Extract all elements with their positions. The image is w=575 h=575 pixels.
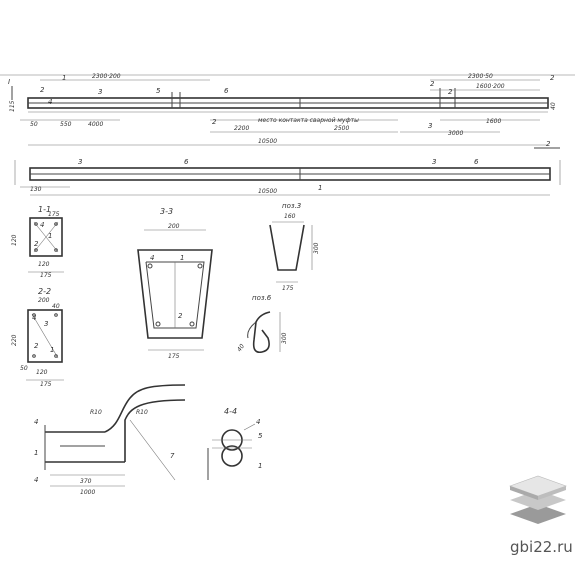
detail-3-dim-0: 160 bbox=[284, 213, 296, 220]
beam-a-dim-bottom-1: 550 bbox=[60, 121, 72, 128]
beam-a-dim-long-1: 2500 bbox=[334, 125, 349, 132]
section-3-3: 3-3 200 175 4 1 2 bbox=[137, 207, 213, 360]
section-2-callout-0: 4 bbox=[32, 314, 36, 322]
section-1-1: 1-1 175 120 175 120 4 1 2 bbox=[11, 205, 64, 279]
section-3-callout-0: 4 bbox=[150, 254, 154, 262]
section-2-dim-5: 50 bbox=[20, 365, 28, 372]
detail-6-dim-0: 300 bbox=[281, 332, 288, 344]
section-2-dim-0: 200 bbox=[38, 297, 50, 304]
section-1-dim-1: 120 bbox=[11, 234, 18, 246]
section-3-callout-2: 2 bbox=[178, 312, 183, 320]
section-2-2: 2-2 200 40 220 175 120 50 4 3 2 1 bbox=[11, 287, 64, 388]
beam-a: I 115 40 2300·200 2300·50 1600·200 2 1 2… bbox=[0, 73, 575, 149]
beam-b-callout-4: 1 bbox=[318, 184, 322, 192]
beam-a-dim-top-1: 2300·50 bbox=[468, 73, 493, 80]
beam-a-dim-long-2: 3000 bbox=[448, 130, 463, 137]
end-node-detail: R10 R10 370 1000 4 1 4 7 bbox=[34, 384, 186, 496]
beam-a-callout-8: 3 bbox=[428, 122, 432, 130]
beam-a-dim-top-3: 2 bbox=[550, 74, 555, 82]
beam-a-callout-7: 2 bbox=[448, 88, 453, 96]
beam-a-note: место контакта сварной муфты bbox=[258, 117, 359, 124]
section-2-dim-3: 175 bbox=[40, 381, 52, 388]
section-4-callout-2: 1 bbox=[258, 462, 262, 470]
beam-b-callout-3: 6 bbox=[474, 158, 479, 166]
section-1-dim-2: 175 bbox=[40, 272, 52, 279]
section-3-callout-1: 1 bbox=[180, 254, 184, 262]
beam-a-dim-top-2: 1600·200 bbox=[476, 83, 505, 90]
section-2-callout-3: 1 bbox=[50, 346, 54, 354]
detail-6-label: поз.6 bbox=[252, 294, 272, 302]
beam-a-dim-top-0: 2300·200 bbox=[92, 73, 121, 80]
node-dim-1: R10 bbox=[136, 409, 148, 416]
section-3-dim-0: 200 bbox=[168, 223, 180, 230]
watermark-logo bbox=[509, 475, 567, 524]
beam-a-callout-6: 2 bbox=[430, 80, 435, 88]
section-2-dim-2: 220 bbox=[11, 334, 18, 346]
section-1-dim-3: 120 bbox=[38, 261, 50, 268]
beam-b: 3 6 3 6 1 130 10500 bbox=[14, 158, 561, 196]
beam-a-callout-5: 6 bbox=[224, 87, 229, 95]
node-callout-0: 4 bbox=[34, 418, 38, 426]
section-1-dim-0: 175 bbox=[48, 211, 60, 218]
section-1-callout-0: 4 bbox=[40, 221, 44, 229]
detail-pos-6: поз.6 300 40 bbox=[236, 294, 288, 353]
detail-3-dim-1: 300 bbox=[313, 242, 320, 254]
beam-a-left-h: 115 bbox=[9, 100, 16, 112]
beam-a-dim-bottom-2: 4000 bbox=[88, 121, 103, 128]
section-4-4: 4-4 4 5 1 bbox=[207, 407, 263, 480]
beam-b-dim-0: 130 bbox=[30, 186, 42, 193]
section-2-label: 2-2 bbox=[38, 287, 51, 296]
section-2-callout-2: 2 bbox=[34, 342, 39, 350]
section-2-dim-1: 40 bbox=[52, 303, 60, 310]
node-callout-2: 4 bbox=[34, 476, 38, 484]
logo-slab-top-side-right bbox=[538, 486, 566, 500]
beam-a-callout-3: 4 bbox=[48, 98, 52, 106]
logo-slab-top-side bbox=[510, 486, 538, 500]
node-callout-1: 1 bbox=[34, 449, 38, 457]
beam-b-dim-1: 10500 bbox=[258, 188, 277, 195]
beam-b-callout-1: 6 bbox=[184, 158, 189, 166]
beam-a-marker: I bbox=[8, 78, 10, 86]
beam-a-note-callout: 2 bbox=[212, 118, 217, 126]
logo-slab-bottom bbox=[510, 504, 566, 524]
node-dim-3: 1000 bbox=[80, 489, 95, 496]
node-dim-2: 370 bbox=[80, 478, 92, 485]
beam-a-callout-2: 3 bbox=[98, 88, 102, 96]
beam-b-callout-2: 3 bbox=[432, 158, 436, 166]
section-1-callout-2: 2 bbox=[34, 240, 39, 248]
detail-pos-3: поз.3 160 300 175 bbox=[269, 202, 320, 292]
section-1-callout-1: 1 bbox=[48, 232, 52, 240]
detail-3-dim-2: 175 bbox=[282, 285, 294, 292]
beam-a-callout-0: 1 bbox=[62, 74, 66, 82]
beam-a-dim-long-3: 1600 bbox=[486, 118, 501, 125]
beam-a-callout-1: 2 bbox=[40, 86, 45, 94]
beam-a-dim-bottom-3: 2 bbox=[546, 140, 551, 148]
section-1-label: 1-1 bbox=[38, 205, 51, 214]
beam-a-dim-bottom-0: 50 bbox=[30, 121, 38, 128]
beam-a-dim-long-4: 10500 bbox=[258, 138, 277, 145]
beam-b-callout-0: 3 bbox=[78, 158, 82, 166]
section-3-label: 3-3 bbox=[160, 207, 173, 216]
node-dim-0: R10 bbox=[90, 409, 102, 416]
node-callout-3: 7 bbox=[170, 452, 175, 460]
section-3-dim-1: 175 bbox=[168, 353, 180, 360]
section-2-callout-1: 3 bbox=[44, 320, 48, 328]
detail-6-dim-1: 40 bbox=[236, 343, 246, 353]
beam-a-dim-long-0: 2200 bbox=[234, 125, 249, 132]
section-4-callout-1: 5 bbox=[258, 432, 263, 440]
section-4-callout-0: 4 bbox=[256, 418, 260, 426]
section-2-dim-4: 120 bbox=[36, 369, 48, 376]
watermark-text: gbi22.ru bbox=[510, 538, 573, 556]
beam-a-callout-4: 5 bbox=[156, 87, 161, 95]
beam-a-right-h: 40 bbox=[550, 102, 557, 110]
section-4-label: 4-4 bbox=[224, 407, 237, 416]
detail-3-label: поз.3 bbox=[282, 202, 301, 210]
